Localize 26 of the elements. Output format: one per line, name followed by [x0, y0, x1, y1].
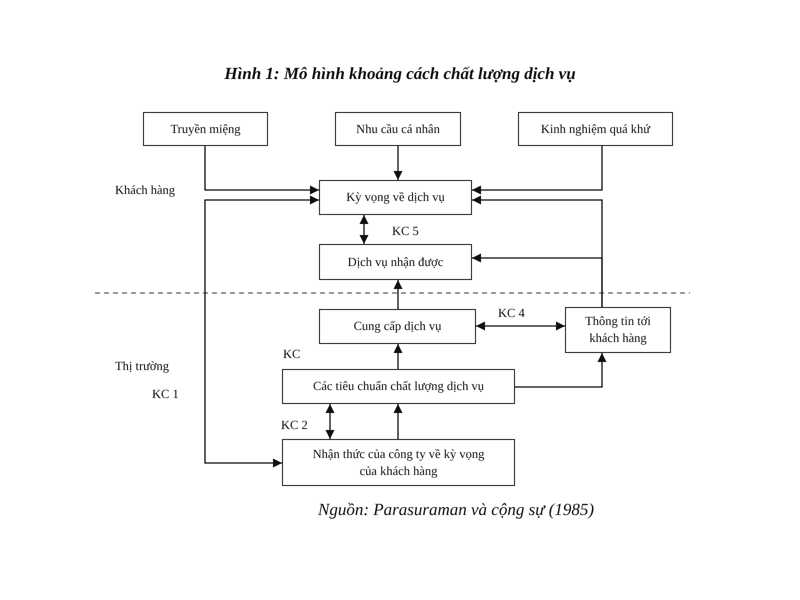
arrow — [515, 353, 606, 388]
section-label: Khách hàng — [115, 183, 176, 198]
arrow — [394, 146, 402, 180]
process-box: Các tiêu chuẩn chất lượng dịch vụ — [282, 369, 515, 404]
process-box: Truyền miệng — [143, 112, 268, 146]
process-box: Nhu cầu cá nhân — [335, 112, 461, 146]
arrow — [204, 146, 319, 194]
process-box: Dịch vụ nhận được — [319, 244, 472, 280]
arrow — [326, 404, 334, 439]
process-box: Nhận thức của công ty về kỳ vọng của khách hàng — [282, 439, 515, 486]
diagram-title: Hình 1: Mô hình khoảng cách chất lượng dịch vụ — [223, 64, 577, 84]
process-box: Thông tin tới khách hàng — [565, 307, 671, 353]
process-box: Kinh nghiệm quá khứ — [518, 112, 673, 146]
process-box: Kỳ vọng về dịch vụ — [319, 180, 472, 215]
section-label: KC — [283, 347, 300, 362]
source-caption: Nguồn: Parasuraman và cộng sự (1985) — [318, 500, 594, 520]
arrow — [394, 404, 402, 439]
arrow — [394, 280, 402, 309]
arrow — [204, 196, 319, 468]
section-label: Thị trường — [115, 359, 170, 374]
arrow — [472, 146, 603, 194]
arrow — [472, 254, 603, 307]
arrow — [476, 322, 565, 330]
arrow — [360, 215, 368, 244]
arrow — [394, 344, 402, 369]
process-box: Cung cấp dịch vụ — [319, 309, 476, 344]
